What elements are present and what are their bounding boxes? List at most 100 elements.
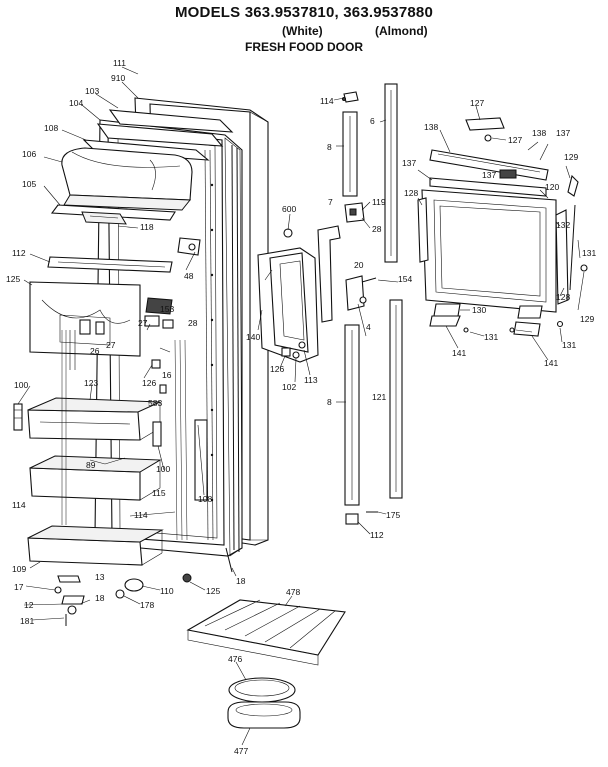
callout-106: 106 (22, 149, 36, 159)
drawer-upper (228, 677, 296, 703)
handle-trim-right (389, 299, 403, 499)
top-trim-bar (429, 149, 549, 181)
callout-476: 476 (228, 654, 242, 664)
callout-130: 130 (472, 305, 486, 315)
handle-cap (343, 91, 359, 103)
callout-128-right: 128 (556, 292, 570, 302)
callout-478: 478 (286, 587, 300, 597)
diagram-header: MODELS 363.9537810, 363.9537880 (White) … (0, 0, 608, 60)
callout-127-upper: 127 (470, 98, 484, 108)
bracket-parts (69, 319, 105, 370)
callout-17: 17 (14, 582, 24, 592)
callout-112-right: 112 (370, 530, 384, 540)
window-frame (421, 177, 557, 313)
callout-114-right: 114 (320, 96, 334, 106)
door-gasket (224, 137, 243, 557)
callout-16: 16 (162, 370, 172, 380)
liner-screw-holes (210, 183, 214, 502)
callout-583: 583 (148, 398, 162, 408)
callout-178: 178 (140, 600, 154, 610)
callout-8-lower: 8 (327, 397, 332, 407)
handle-mount-lower (345, 275, 367, 311)
callout-18-left: 18 (95, 593, 105, 603)
callout-175: 175 (386, 510, 400, 520)
color-white-label: (White) (282, 24, 323, 38)
callout-137-right: 137 (556, 128, 570, 138)
callout-131-center: 131 (484, 332, 498, 342)
handle-trim-upper (342, 111, 358, 197)
callout-141-left: 141 (452, 348, 466, 358)
callout-154: 154 (398, 274, 412, 284)
leader-lines (17, 66, 585, 746)
screws-middle (342, 97, 378, 513)
callout-131-right: 131 (582, 248, 596, 258)
callout-125: 125 (6, 274, 20, 284)
callout-114-center: 114 (134, 510, 148, 520)
callout-100-right: 100 (156, 464, 170, 474)
callout-131-bottom: 131 (562, 340, 576, 350)
callout-129-lower: 129 (580, 314, 594, 324)
callout-13: 13 (95, 572, 105, 582)
callout-115: 115 (152, 488, 166, 498)
callout-477: 477 (234, 746, 248, 756)
callout-140: 140 (246, 332, 260, 342)
callout-28-right: 28 (372, 224, 382, 234)
callout-18-right: 18 (236, 576, 246, 586)
callout-112: 112 (12, 248, 26, 258)
shelf-bar (47, 256, 173, 273)
callout-137-left: 137 (402, 158, 416, 168)
door-bin-upper (27, 397, 161, 441)
callout-109: 109 (12, 564, 26, 574)
callout-129-upper: 129 (564, 152, 578, 162)
callout-27-lower: 27 (106, 340, 116, 350)
callout-120: 120 (545, 182, 559, 192)
callout-138-right: 138 (532, 128, 546, 138)
liner-rails (61, 330, 188, 541)
callout-105: 105 (22, 179, 36, 189)
callout-6: 6 (370, 116, 375, 126)
callout-114-left: 114 (12, 500, 26, 510)
callout-113: 113 (304, 375, 318, 385)
callout-104: 104 (69, 98, 83, 108)
handle-end-cap (345, 513, 359, 525)
callout-128-left: 128 (404, 188, 418, 198)
callout-89: 89 (86, 460, 96, 470)
callout-8-upper: 8 (327, 142, 332, 152)
callout-111: 111 (113, 58, 126, 68)
callout-125-lower: 125 (206, 586, 220, 596)
diagram-subtitle: FRESH FOOD DOOR (244, 40, 363, 54)
callout-20: 20 (354, 260, 364, 270)
callout-141-right: 141 (544, 358, 558, 368)
butter-tray (81, 211, 127, 225)
callout-108-lower: 108 (198, 494, 212, 504)
door-bin-middle (29, 455, 162, 501)
callout-127-lower: 127 (508, 135, 522, 145)
handle-trim-long (384, 83, 398, 263)
callout-100-left: 100 (14, 380, 28, 390)
callout-labels: 111 910 103 104 108 106 105 118 112 125 … (6, 58, 596, 756)
callout-103: 103 (85, 86, 99, 96)
callout-12: 12 (24, 600, 34, 610)
callout-28-upper: 28 (188, 318, 198, 328)
back-plate (29, 281, 141, 357)
callout-181: 181 (20, 616, 34, 626)
top-hinge-bracket (465, 117, 505, 142)
callout-910: 910 (111, 73, 125, 83)
callout-138-left: 138 (424, 122, 438, 132)
callout-26: 26 (90, 346, 100, 356)
callout-119: 119 (372, 197, 386, 207)
callout-108: 108 (44, 123, 58, 133)
callout-7: 7 (328, 197, 333, 207)
door-frame-panel (257, 228, 319, 363)
callout-126-right: 126 (270, 364, 284, 374)
control-parts (144, 237, 201, 329)
callout-600: 600 (282, 204, 296, 214)
dairy-door (50, 204, 176, 221)
handle-trim-lower (344, 324, 360, 506)
door-bin-lower (27, 525, 164, 566)
callout-4: 4 (366, 322, 371, 332)
lower-hinge-parts (54, 547, 233, 626)
vertical-strip (194, 419, 208, 501)
callout-153: 153 (160, 304, 174, 314)
